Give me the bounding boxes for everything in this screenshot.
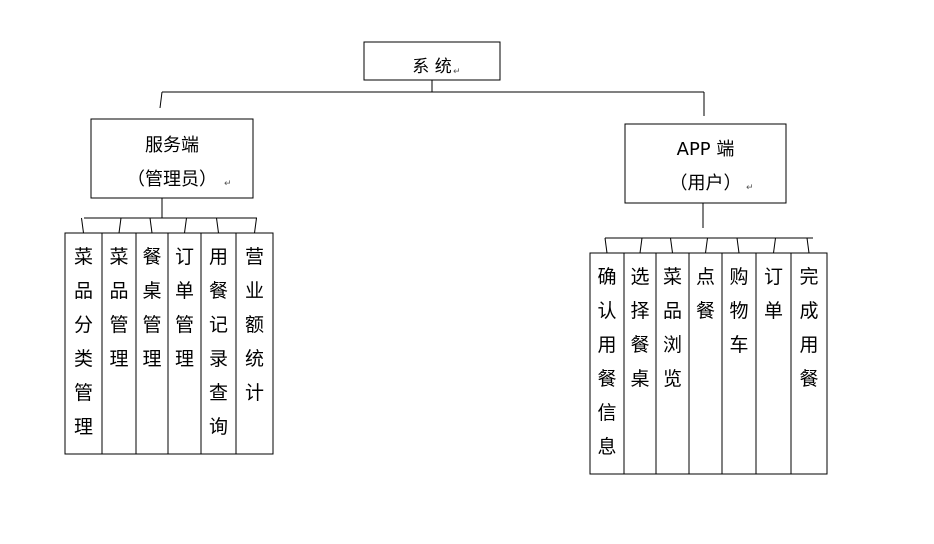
child-label-char: 业 xyxy=(245,280,264,302)
branch-title-server: 服务端 xyxy=(145,135,199,156)
child-label-char: 单 xyxy=(175,280,194,302)
child-label-char: 计 xyxy=(245,382,264,404)
branch-subtitle-app: （用户） xyxy=(670,173,742,194)
child-label-char: 品 xyxy=(109,280,128,302)
child-label-char: 查 xyxy=(209,382,228,404)
child-label-char: 询 xyxy=(209,416,228,438)
child-tick xyxy=(118,217,122,234)
child-label-char: 分 xyxy=(74,314,93,336)
child-label-char: 记 xyxy=(209,314,228,336)
children-frame-server xyxy=(64,232,274,455)
child-tick xyxy=(806,237,810,254)
child-label-char: 餐 xyxy=(209,280,228,302)
child-label-char: 确 xyxy=(597,266,616,288)
child-label-char: 择 xyxy=(630,300,649,322)
child-label-char: 订 xyxy=(175,246,194,268)
child-node-app-3: 点餐 xyxy=(696,266,715,322)
child-label-char: 购 xyxy=(729,266,748,288)
child-tick xyxy=(149,217,153,234)
child-label-char: 管 xyxy=(109,314,128,336)
child-label-char: 管 xyxy=(175,314,194,336)
child-label-char: 餐 xyxy=(799,368,818,390)
root-label: 系 统 xyxy=(412,57,451,77)
child-label-char: 品 xyxy=(663,300,682,322)
child-tick xyxy=(184,217,187,234)
child-tick xyxy=(254,217,257,234)
child-label-char: 菜 xyxy=(109,246,128,268)
child-label-char: 用 xyxy=(799,334,818,356)
child-label-char: 餐 xyxy=(630,334,649,356)
child-label-char: 餐 xyxy=(142,246,161,268)
branch-title-app: APP 端 xyxy=(677,139,735,160)
paragraph-mark-icon: ↵ xyxy=(453,67,461,77)
child-label-char: 桌 xyxy=(142,280,161,302)
child-label-char: 营 xyxy=(245,246,264,268)
child-label-char: 用 xyxy=(597,334,616,356)
child-label-char: 览 xyxy=(663,368,682,390)
branch-box-app xyxy=(624,123,787,204)
paragraph-mark-icon: ↵ xyxy=(224,179,232,189)
child-label-char: 订 xyxy=(764,266,783,288)
branch-drop-left xyxy=(159,91,163,109)
child-label-char: 录 xyxy=(209,348,228,370)
child-label-char: 认 xyxy=(597,300,616,322)
child-label-char: 统 xyxy=(245,348,264,370)
child-label-char: 信 xyxy=(597,402,616,424)
child-label-char: 桌 xyxy=(630,368,649,390)
branch-box-server xyxy=(90,118,254,199)
child-label-char: 菜 xyxy=(74,246,93,268)
child-label-char: 理 xyxy=(142,348,161,370)
child-label-char: 完 xyxy=(799,266,818,288)
child-label-char: 点 xyxy=(696,266,715,288)
children-frame-app xyxy=(589,252,828,475)
child-node-app-5: 订单 xyxy=(764,266,783,322)
child-label-char: 理 xyxy=(175,348,194,370)
child-label-char: 餐 xyxy=(597,368,616,390)
child-label-char: 车 xyxy=(729,334,748,356)
child-label-char: 单 xyxy=(764,300,783,322)
child-node-app-4: 购物车 xyxy=(729,266,748,356)
paragraph-mark-icon: ↵ xyxy=(746,183,754,193)
child-label-char: 类 xyxy=(74,348,93,370)
child-label-char: 品 xyxy=(74,280,93,302)
child-label-char: 管 xyxy=(74,382,93,404)
child-label-char: 管 xyxy=(142,314,161,336)
child-tick xyxy=(81,217,84,234)
child-tick xyxy=(773,237,776,254)
child-tick xyxy=(216,217,219,234)
child-tick xyxy=(670,237,673,254)
child-tick xyxy=(639,237,643,254)
child-label-char: 浏 xyxy=(663,334,682,356)
child-label-char: 选 xyxy=(630,266,649,288)
child-label-char: 成 xyxy=(799,300,818,322)
child-tick xyxy=(705,237,708,254)
child-label-char: 理 xyxy=(109,348,128,370)
child-label-char: 息 xyxy=(597,436,616,458)
child-label-char: 菜 xyxy=(663,266,682,288)
child-label-char: 用 xyxy=(209,246,228,268)
child-label-char: 理 xyxy=(74,416,93,438)
child-tick xyxy=(736,237,740,254)
child-label-char: 物 xyxy=(729,300,748,322)
branch-subtitle-server: （管理员） xyxy=(127,169,217,190)
child-tick xyxy=(604,237,608,254)
child-label-char: 额 xyxy=(245,314,264,336)
child-label-char: 餐 xyxy=(696,300,715,322)
